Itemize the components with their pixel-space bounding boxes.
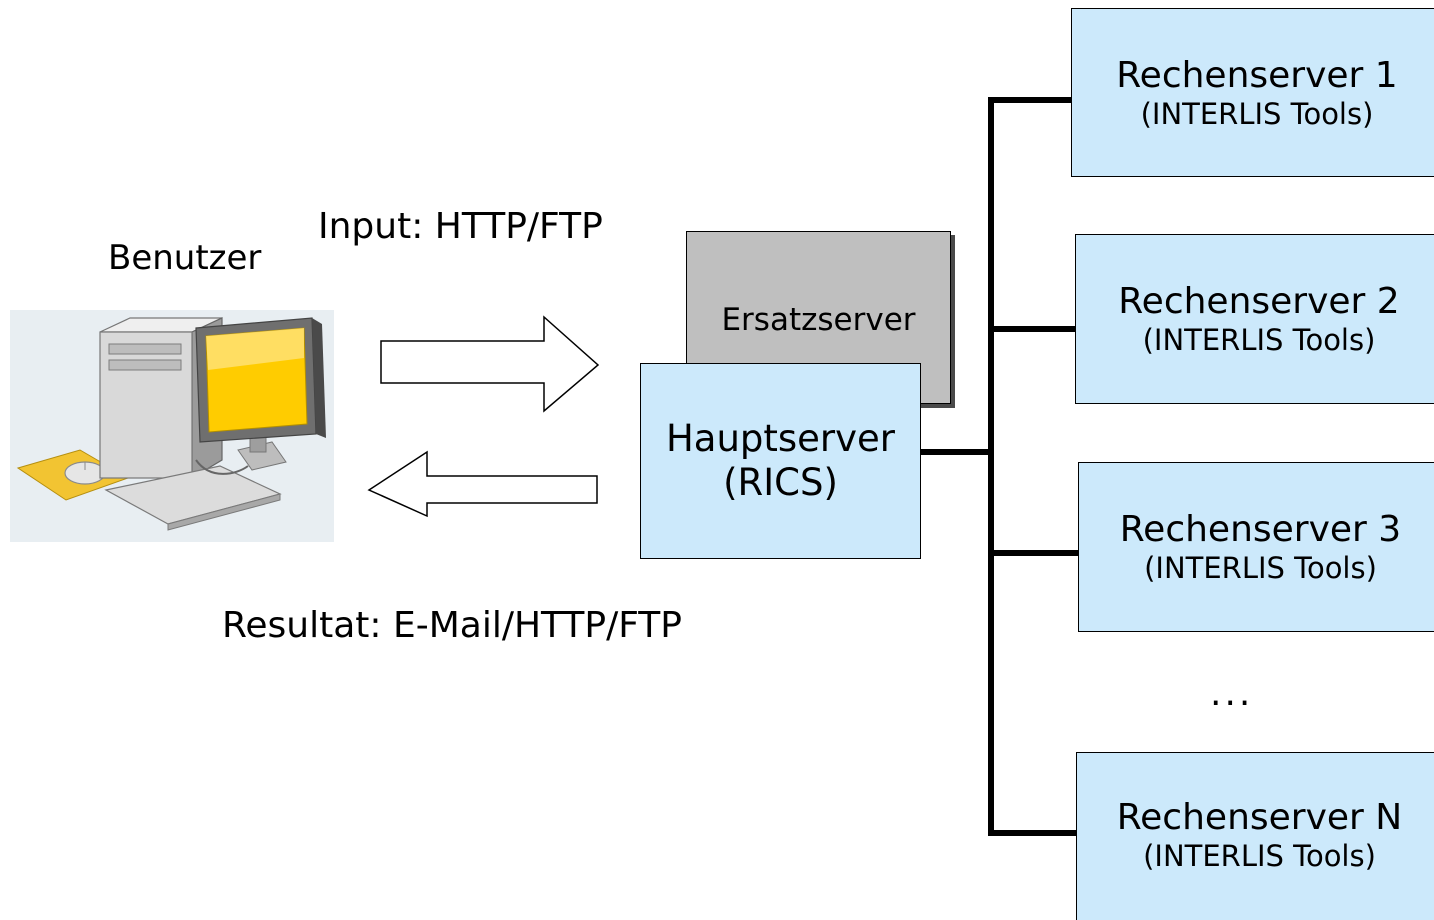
main-server-subtitle: (RICS) [723, 461, 838, 504]
compute-server-3-title: Rechenserver 3 [1119, 509, 1402, 550]
input-arrow [380, 315, 600, 413]
compute-server-1-title: Rechenserver 1 [1116, 54, 1398, 96]
compute-server-1-box: Rechenserver 1 (INTERLIS Tools) [1071, 8, 1434, 177]
backup-server-label: Ersatzserver [721, 302, 916, 338]
user-label: Benutzer [108, 238, 262, 278]
main-server-title: Hauptserver [665, 416, 896, 460]
input-protocol-label: Input: HTTP/FTP [318, 206, 603, 247]
compute-server-n-title: Rechenserver N [1116, 797, 1403, 838]
compute-server-n-subtitle: (INTERLIS Tools) [1143, 839, 1376, 874]
main-server-box: Hauptserver (RICS) [640, 363, 921, 559]
compute-server-3-subtitle: (INTERLIS Tools) [1144, 551, 1377, 586]
result-protocol-label: Resultat: E-Mail/HTTP/FTP [222, 605, 683, 646]
ellipsis-label: ... [1210, 673, 1254, 714]
compute-server-2-title: Rechenserver 2 [1118, 281, 1400, 322]
compute-server-2-subtitle: (INTERLIS Tools) [1142, 323, 1376, 358]
compute-server-1-subtitle: (INTERLIS Tools) [1140, 96, 1374, 131]
compute-server-3-box: Rechenserver 3 (INTERLIS Tools) [1078, 462, 1434, 632]
desktop-computer-icon [10, 310, 334, 542]
compute-server-n-box: Rechenserver N (INTERLIS Tools) [1076, 752, 1434, 920]
result-arrow [367, 450, 598, 518]
compute-server-2-box: Rechenserver 2 (INTERLIS Tools) [1075, 234, 1434, 404]
